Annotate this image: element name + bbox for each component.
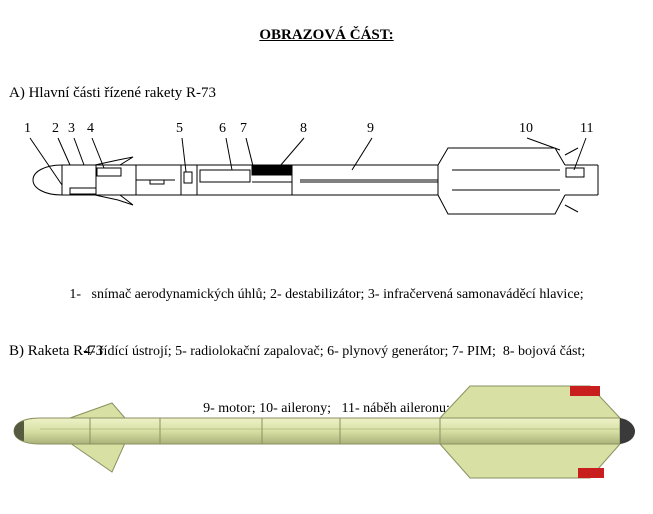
page-heading: OBRAZOVÁ ČÁST: [259,27,394,43]
callout-2: 2 [52,121,59,136]
callout-5: 5 [176,121,183,136]
callout-8: 8 [300,121,307,136]
callout-9: 9 [367,121,374,136]
legend-line-2: 4- řídící ústrojí; 5- radiolokační zapal… [83,344,586,359]
legend-line-1: 1- snímač aerodynamických úhlů; 2- desta… [69,287,584,302]
callout-10: 10 [519,121,533,136]
callout-4: 4 [87,121,94,136]
section-b-title: B) Raketa R-73 [9,343,104,359]
callout-11: 11 [580,121,594,136]
callout-3: 3 [68,121,75,136]
legend: 1- snímač aerodynamických úhlů; 2- desta… [0,247,653,437]
callout-1: 1 [24,121,31,136]
legend-line-3: 9- motor; 10- ailerony; 11- náběh ailero… [203,401,450,416]
callout-6: 6 [219,121,226,136]
section-a-title: A) Hlavní části řízené rakety R-73 [9,85,217,101]
callout-7: 7 [240,121,247,136]
